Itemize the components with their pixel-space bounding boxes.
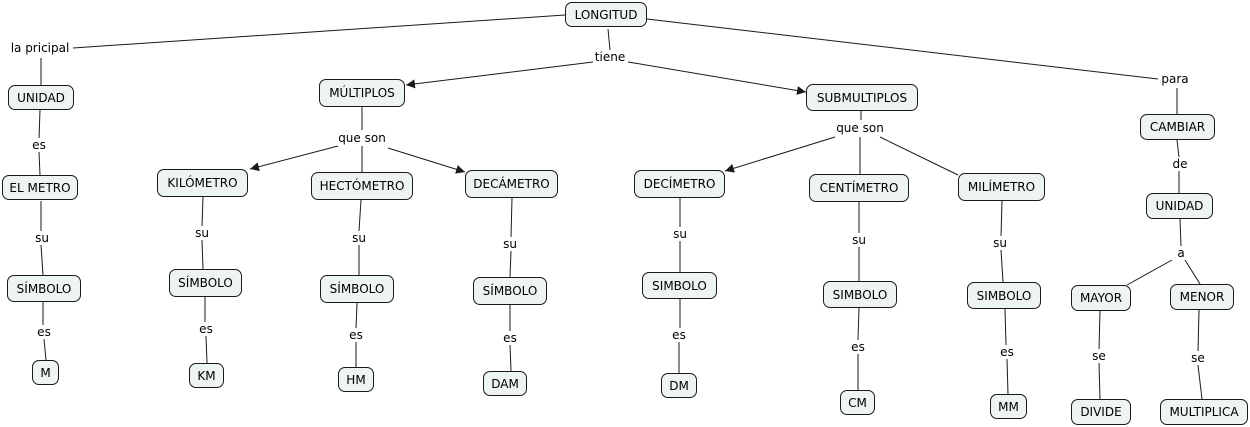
concept-hectometro[interactable]: HECTÓMETRO (311, 172, 413, 200)
concept-centimetro[interactable]: CENTÍMETRO (809, 174, 909, 202)
concept-menor[interactable]: MENOR (1170, 284, 1234, 310)
link-es-cm: es (850, 340, 866, 354)
connector-line-25 (510, 197, 513, 238)
connector-line-42 (1000, 249, 1004, 283)
concept-simbolo-mm[interactable]: SIMBOLO (967, 282, 1041, 309)
link-a: a (1176, 246, 1186, 260)
concept-hm[interactable]: HM (338, 367, 374, 392)
concept-el-metro[interactable]: EL METRO (2, 175, 78, 200)
link-su-km: su (194, 226, 210, 240)
connector-line-17 (201, 196, 204, 227)
concept-mayor[interactable]: MAYOR (1071, 285, 1131, 311)
link-su-hm: su (351, 231, 367, 245)
connector-line-43 (1004, 308, 1007, 346)
link-su-dm: su (672, 227, 688, 241)
connector-line-28 (509, 344, 512, 372)
connector-line-48 (1126, 259, 1173, 286)
concept-dm[interactable]: DM (661, 373, 697, 398)
concept-simbolo-dam[interactable]: SÍMBOLO (473, 277, 547, 305)
concept-dam[interactable]: DAM (483, 371, 527, 396)
link-es-dam: es (502, 331, 518, 345)
connector-line-7 (38, 109, 41, 140)
link-de: de (1171, 157, 1189, 171)
link-que-son-submultiplos: que son (835, 121, 885, 135)
concept-multiplos[interactable]: MÚLTIPLOS (319, 79, 405, 107)
link-su-metro: su (34, 231, 50, 245)
connector-line-18 (201, 239, 204, 270)
connector-line-2 (607, 28, 611, 51)
concept-mm[interactable]: MM (990, 394, 1027, 419)
concept-cambiar[interactable]: CAMBIAR (1140, 114, 1215, 140)
connector-line-5 (646, 18, 1159, 80)
connector-line-21 (358, 199, 362, 232)
concept-simbolo-metro[interactable]: SÍMBOLO (7, 275, 81, 302)
connector-line-44 (1006, 358, 1009, 395)
connector-line-41 (1000, 200, 1003, 237)
connector-line-52 (1197, 309, 1200, 352)
concept-m[interactable]: M (32, 360, 59, 385)
link-que-son-multiplos: que son (337, 131, 387, 145)
connector-line-4 (627, 61, 807, 95)
concept-simbolo-hm[interactable]: SÍMBOLO (320, 275, 394, 303)
concept-decimetro[interactable]: DECÍMETRO (634, 170, 725, 198)
connector-line-45 (1176, 139, 1180, 158)
concept-cm[interactable]: CM (840, 390, 875, 415)
connector-line-50 (1098, 310, 1101, 350)
connector-line-8 (38, 151, 41, 176)
link-su-mm: su (992, 236, 1008, 250)
connector-line-39 (857, 307, 860, 341)
concept-unidad-2[interactable]: UNIDAD (1146, 193, 1213, 219)
concept-simbolo-dm[interactable]: SIMBOLO (642, 272, 717, 299)
connector-line-23 (355, 302, 358, 329)
connector-line-3 (405, 61, 594, 89)
connector-line-16 (387, 147, 466, 174)
concept-simbolo-cm[interactable]: SIMBOLO (823, 281, 897, 308)
link-la-pricipal: la pricipal (9, 41, 71, 55)
link-se-menor: se (1190, 351, 1206, 365)
concept-submultiplos[interactable]: SUBMULTIPLOS (806, 84, 918, 111)
connector-line-49 (1184, 259, 1201, 285)
concept-simbolo-km[interactable]: SÍMBOLO (169, 269, 242, 297)
link-es-hm: es (348, 328, 364, 342)
link-su-cm: su (851, 233, 867, 247)
connector-line-47 (1179, 218, 1182, 247)
connector-line-53 (1197, 364, 1203, 400)
connector-line-30 (724, 136, 836, 173)
link-es-km: es (198, 322, 214, 336)
concept-longitud[interactable]: LONGITUD (565, 2, 647, 27)
concept-divide[interactable]: DIVIDE (1071, 399, 1131, 425)
connector-line-14 (249, 145, 339, 172)
concept-kilometro[interactable]: KILÓMETRO (157, 169, 248, 197)
link-es-dm: es (671, 328, 687, 342)
link-tiene: tiene (593, 50, 627, 64)
connector-line-10 (40, 244, 44, 276)
link-para: para (1160, 72, 1190, 86)
concept-km[interactable]: KM (189, 363, 224, 388)
concept-multiplica[interactable]: MULTIPLICA (1160, 399, 1248, 425)
connector-line-32 (879, 136, 959, 176)
link-se-mayor: se (1091, 349, 1107, 363)
concept-milimetro[interactable]: MILÍMETRO (958, 173, 1045, 201)
connector-line-0 (72, 14, 566, 49)
link-su-dam: su (502, 237, 518, 251)
link-es-metro: es (36, 325, 52, 339)
connector-line-51 (1098, 362, 1101, 400)
connector-line-26 (509, 250, 512, 278)
connector-line-20 (205, 335, 208, 364)
concept-unidad[interactable]: UNIDAD (8, 85, 74, 110)
link-es-unidad: es (31, 138, 47, 152)
connector-line-12 (43, 338, 47, 361)
link-es-mm: es (999, 345, 1015, 359)
concept-decametro[interactable]: DECÁMETRO (465, 170, 558, 198)
